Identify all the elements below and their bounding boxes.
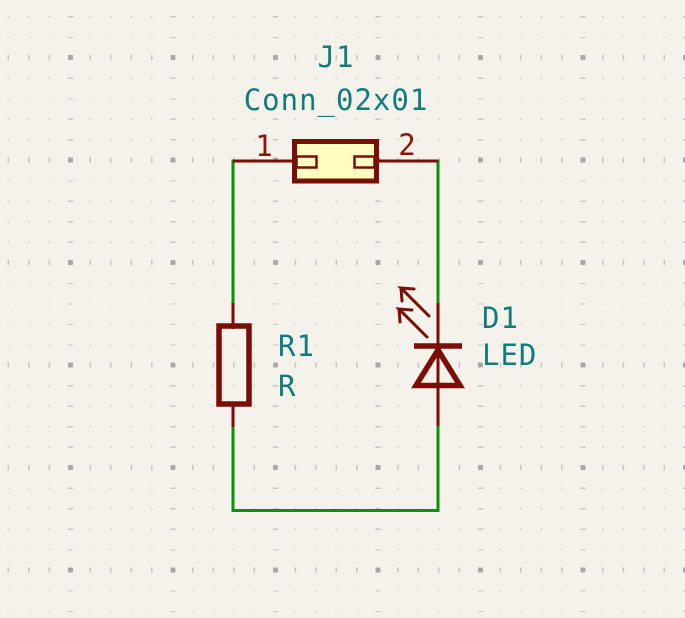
connector-pin1-number: 1	[255, 129, 272, 163]
led-arrow-upper-barb	[399, 286, 404, 303]
connector-pin2-tab	[353, 155, 376, 169]
led-value[interactable]: LED	[482, 338, 537, 372]
resistor-value[interactable]: R	[278, 369, 296, 403]
led-reference[interactable]: D1	[482, 301, 519, 335]
led-triangle[interactable]	[411, 344, 465, 389]
wires	[231, 159, 440, 512]
wire-bottom-loop[interactable]	[231, 424, 440, 512]
resistor-symbol[interactable]: R1 R	[216, 303, 315, 427]
led-symbol[interactable]: D1 LED	[395, 286, 537, 426]
resistor-body[interactable]	[216, 323, 252, 407]
connector-pin2-number: 2	[398, 128, 415, 162]
led-arrow-lower-barb	[397, 307, 402, 324]
connector-reference[interactable]: J1	[318, 40, 355, 74]
resistor-reference[interactable]: R1	[278, 329, 315, 363]
led-emission-arrows	[395, 286, 431, 339]
connector-value[interactable]: Conn_02x01	[244, 83, 429, 118]
connector-pin1-tab	[295, 155, 318, 169]
connector-symbol[interactable]: 1 2 J1 Conn_02x01	[233, 40, 438, 184]
